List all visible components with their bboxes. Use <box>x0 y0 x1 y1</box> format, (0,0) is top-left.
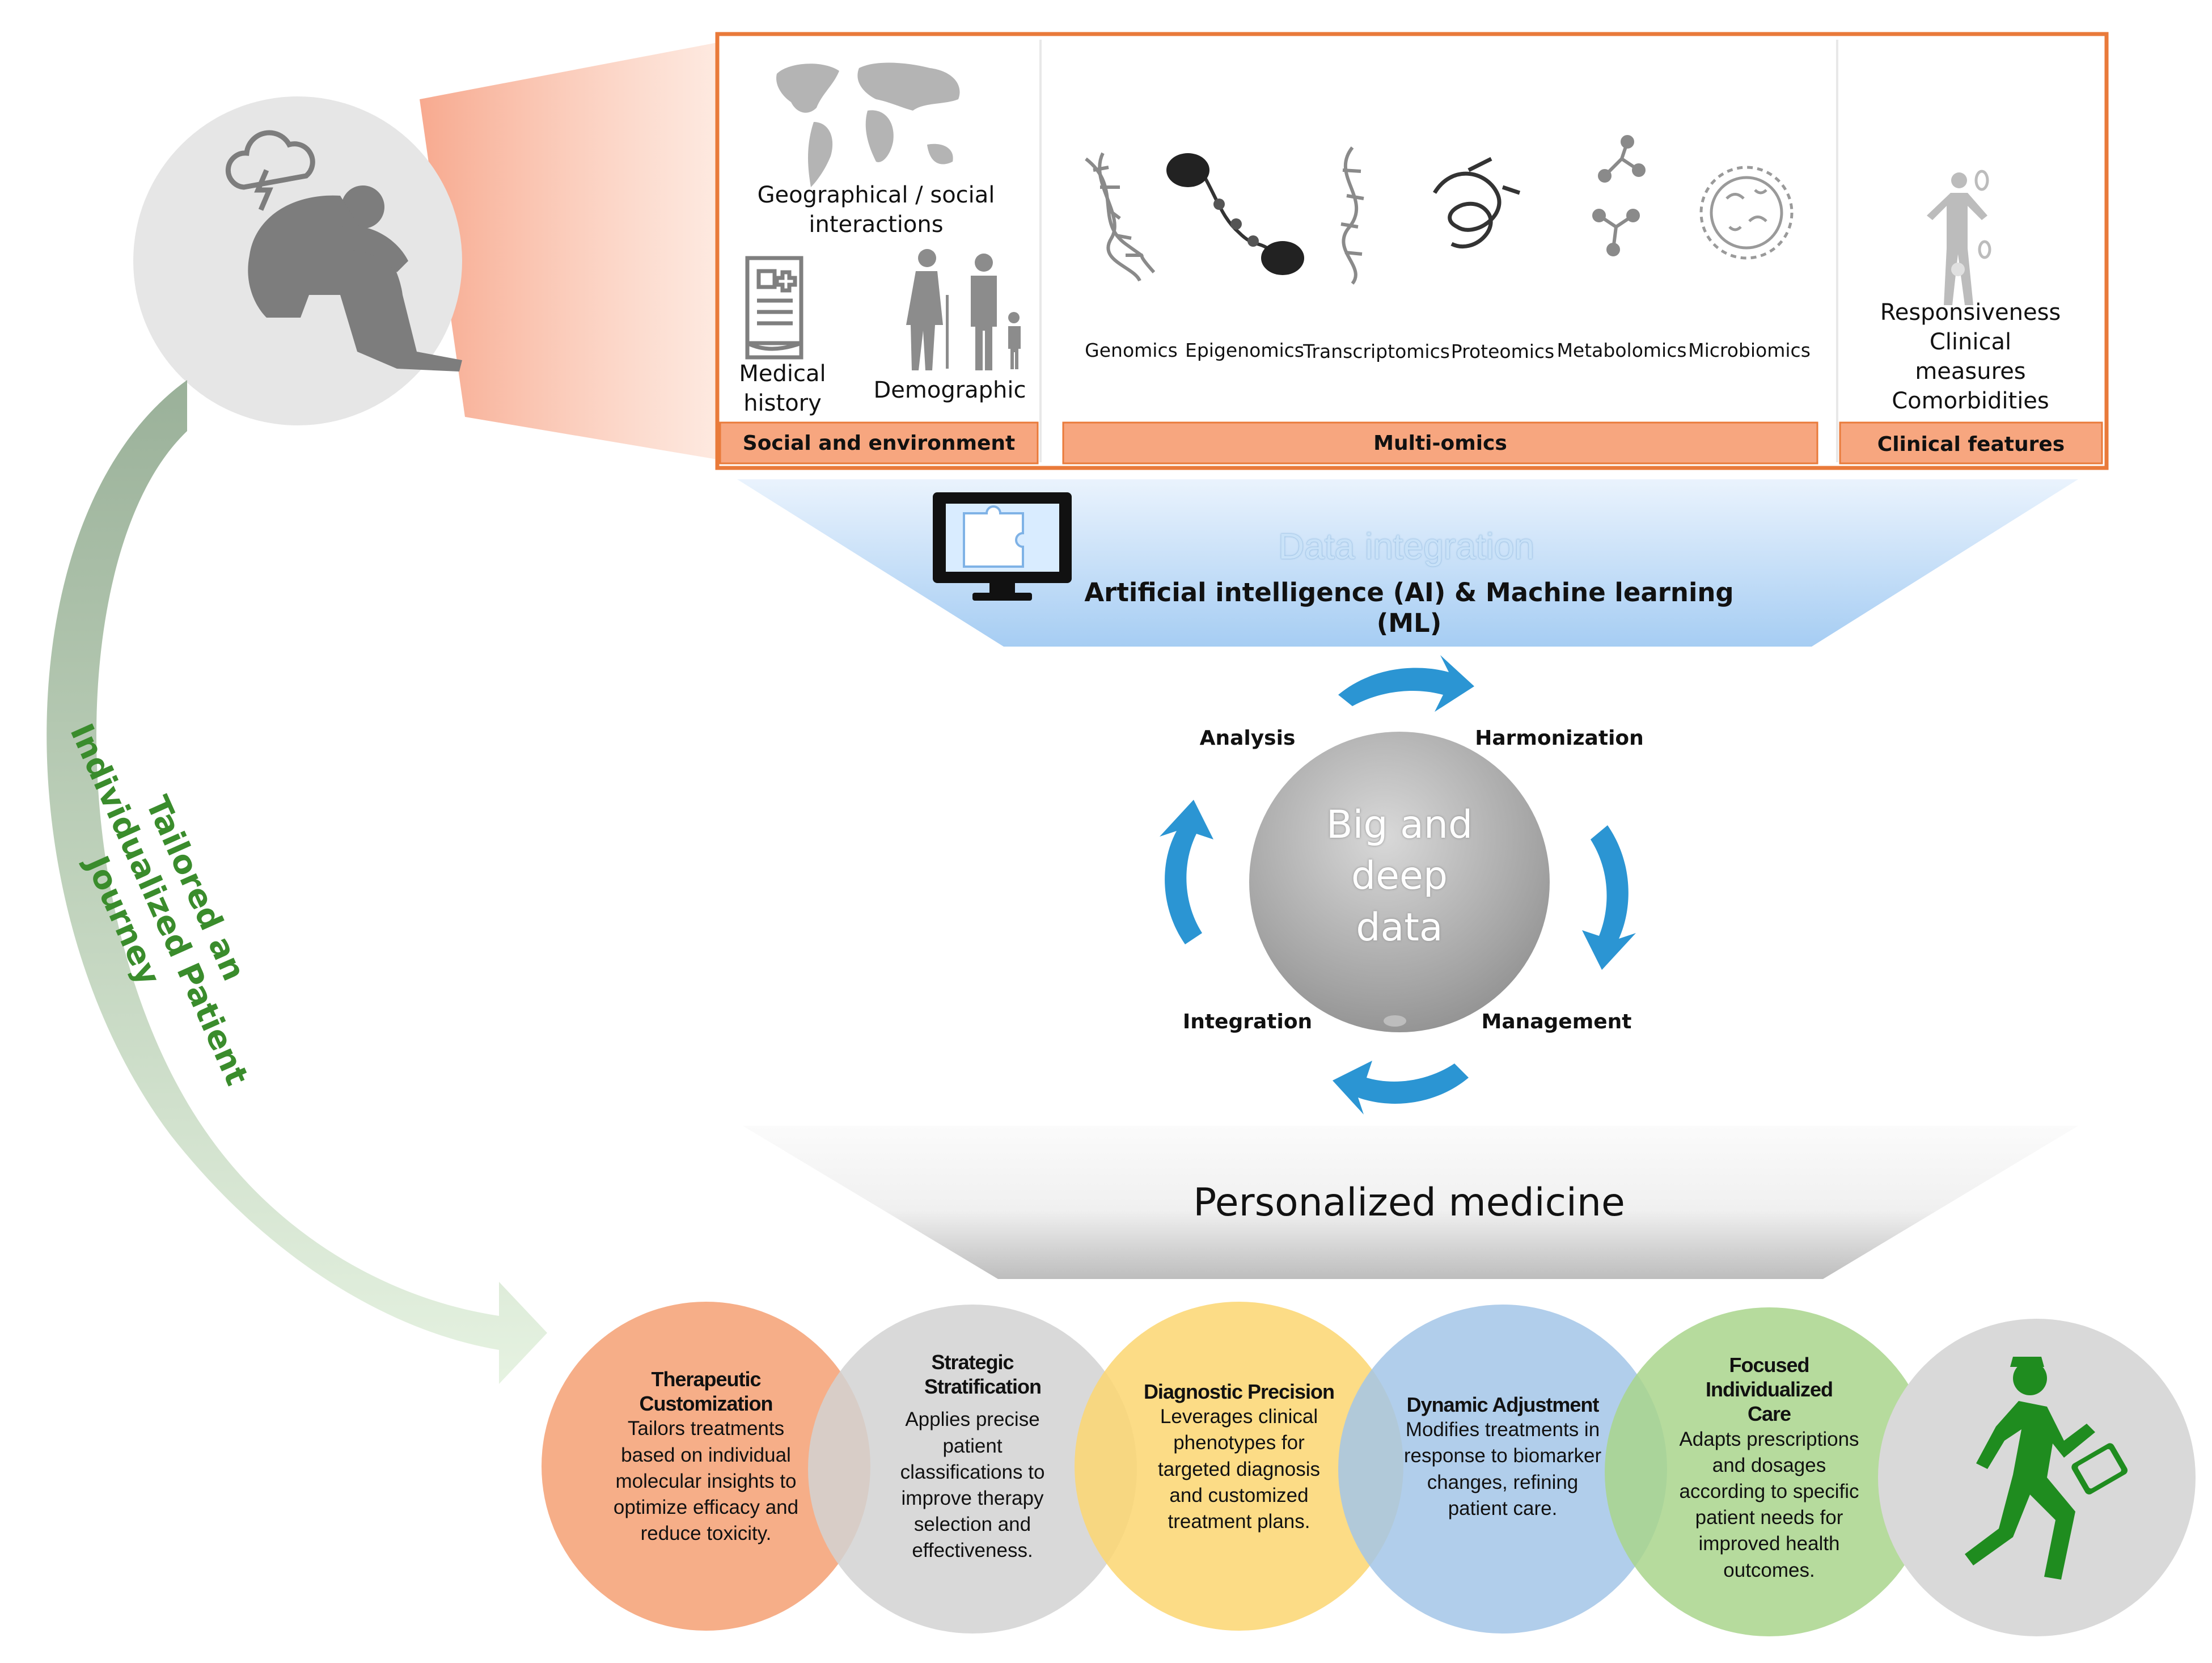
metabolite-icon <box>1592 135 1646 256</box>
protein-icon <box>1433 157 1521 249</box>
integration-funnel <box>737 479 2078 647</box>
outcome-2: Strategic Stratification Applies precise… <box>885 1350 1060 1564</box>
outcome-circle-4 <box>1338 1305 1667 1634</box>
source-fan <box>420 43 717 459</box>
outcome-3: Diagnostic Precision Leverages clinical … <box>1137 1379 1341 1535</box>
omics-item-proteomics: Proteomics <box>1450 340 1555 362</box>
outcome-desc: Adapts prescriptions and dosages accordi… <box>1679 1428 1859 1581</box>
outcome-title: Strategic Stratification <box>924 1350 1042 1399</box>
omics-item-epigenomics: Epigenomics <box>1185 339 1304 361</box>
outcome-circle-1 <box>542 1302 870 1631</box>
integration-subtitle: Artificial intelligence (AI) & Machine l… <box>1084 577 1734 638</box>
dna-icon <box>1085 152 1156 282</box>
omics-item-microbiomics: Microbiomics <box>1688 339 1811 361</box>
journey-arrow <box>46 380 548 1384</box>
outcome-desc: Applies precise patient classifications … <box>900 1408 1045 1562</box>
chromatin-icon <box>1166 153 1304 275</box>
cycle-arrow-top <box>1338 655 1474 712</box>
human-body-icon <box>1927 170 1991 305</box>
outcome-title: Focused Individualized Care <box>1705 1353 1833 1426</box>
clinical-features-text: Responsiveness Clinical measures Comorbi… <box>1880 299 2061 414</box>
microbe-icon <box>1699 166 1794 260</box>
big-data-circle <box>1249 732 1550 1032</box>
sources-frame <box>715 32 2109 470</box>
outcome-desc: Tailors treatments based on individual m… <box>613 1417 799 1545</box>
personalized-funnel <box>743 1126 2078 1279</box>
storm-cloud-icon <box>225 130 315 211</box>
outcome-circle-2 <box>808 1305 1137 1634</box>
omics-item-metabolomics: Metabolomics <box>1557 339 1687 361</box>
category-clinical: Clinical features <box>1877 433 2065 456</box>
demographic-label: Demographic <box>873 377 1026 403</box>
cycle-step-integration: Integration <box>1182 1010 1313 1033</box>
computer-puzzle-icon <box>933 492 1072 601</box>
outcome-title: Dynamic Adjustment <box>1406 1393 1600 1416</box>
outcome-title: Therapeutic Customization <box>639 1367 773 1416</box>
running-person-icon <box>1965 1357 2128 1580</box>
medical-record-icon <box>745 256 803 360</box>
outcome-circle-3 <box>1075 1302 1403 1631</box>
world-map-icon <box>776 62 960 187</box>
distressed-person-icon <box>248 185 462 372</box>
outcome-circles <box>542 1302 2196 1636</box>
cycle-arrows <box>1160 655 1636 1115</box>
outcome-1: Therapeutic Customization Tailors treatm… <box>610 1367 802 1547</box>
omics-item-genomics: Genomics <box>1085 339 1178 361</box>
integration-title: Data integration <box>1278 526 1534 567</box>
category-omics: Multi-omics <box>1373 432 1507 455</box>
cycle-arrow-right <box>1582 825 1636 970</box>
cycle-step-analysis: Analysis <box>1199 727 1296 750</box>
medical-history-label: Medical history <box>739 361 826 416</box>
category-social: Social and environment <box>742 432 1016 455</box>
cycle-arrow-left <box>1160 800 1213 944</box>
outcome-circle-5 <box>1605 1307 1934 1636</box>
outcome-desc: Leverages clinical phenotypes for target… <box>1157 1405 1321 1533</box>
cycle-step-harmonization: Harmonization <box>1475 727 1644 750</box>
geo-social-label: Geographical / social interactions <box>757 182 995 238</box>
outcome-5: Focused Individualized Care Adapts presc… <box>1673 1353 1866 1584</box>
big-data-label: Big and deep data <box>1326 803 1473 950</box>
outcome-4: Dynamic Adjustment Modifies treatments i… <box>1401 1392 1605 1522</box>
personalized-title: Personalized medicine <box>1193 1180 1625 1225</box>
omics-item-transcriptomics: Transcriptomics <box>1303 340 1450 362</box>
outcome-title: Diagnostic Precision <box>1143 1380 1335 1403</box>
rna-icon <box>1340 146 1364 285</box>
cycle-arrow-bottom <box>1333 1061 1469 1115</box>
family-icon <box>906 249 1021 370</box>
outcome-desc: Modifies treatments in response to bioma… <box>1403 1419 1602 1520</box>
category-bar-omics <box>1062 421 1818 465</box>
category-bar-social <box>719 421 1039 465</box>
cycle-step-management: Management <box>1481 1010 1632 1033</box>
category-bar-clinical <box>1839 421 2103 465</box>
